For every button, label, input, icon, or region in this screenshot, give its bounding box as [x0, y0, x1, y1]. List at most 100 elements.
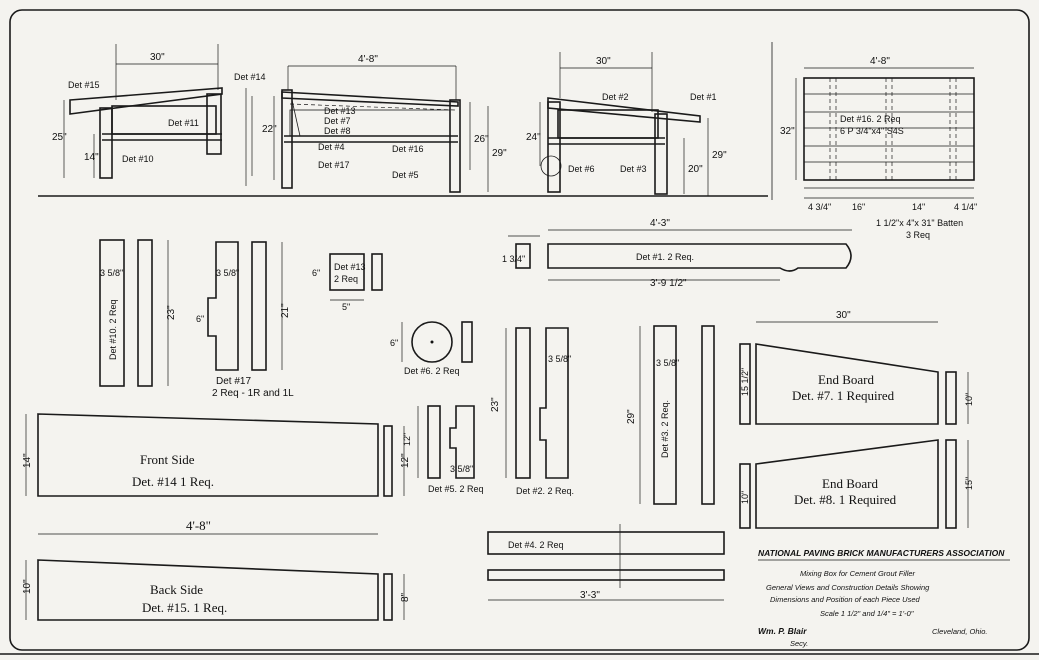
- plan-seg3: 14": [912, 202, 925, 212]
- label-det4: Det #4: [318, 142, 345, 152]
- end-board-7-height2: 10": [964, 393, 974, 406]
- end-board-8-height: 10": [740, 491, 750, 504]
- back-side-board: [37, 559, 379, 621]
- label-det1: Det #1: [690, 92, 717, 102]
- det1-sub: 3'-9 1/2": [650, 278, 687, 289]
- plan-label2: 6 P 3/4"x4" S4S: [840, 126, 904, 136]
- det17-label: Det #17: [216, 376, 251, 387]
- det1-piece: [508, 229, 852, 281]
- det2-face: [539, 327, 569, 479]
- det6-edge: [461, 321, 473, 363]
- bottom-plan: [795, 67, 975, 199]
- det6-diameter: 6": [390, 338, 398, 348]
- v3-h1: 24": [526, 132, 541, 143]
- det13-req: 2 Req: [334, 274, 358, 284]
- back-side-height: 10": [22, 579, 33, 594]
- det13-edge: [371, 253, 383, 291]
- det5-face: [449, 405, 475, 479]
- det4-edge: [487, 569, 725, 581]
- v3-width: 30": [596, 56, 611, 67]
- det10-width: 3 5/8": [100, 268, 123, 278]
- title-line3: Dimensions and Position of each Piece Us…: [770, 595, 920, 604]
- label-det5: Det #5: [392, 170, 419, 180]
- det4-label: Det #4. 2 Req: [508, 540, 564, 550]
- det17-notch: 6": [196, 314, 204, 324]
- det17-width: 3 5/8": [216, 268, 239, 278]
- front-side-det: Det. #14 1 Req.: [132, 474, 214, 489]
- end-board-8: [755, 439, 939, 529]
- det1-length: 4'-3": [650, 218, 670, 229]
- general-views: [38, 42, 975, 200]
- board-labels: Front Side Det. #14 1 Req. 14" 12" 4'-8"…: [22, 310, 974, 615]
- det1-end: 1 3/4": [502, 254, 525, 264]
- v1-width: 30": [150, 52, 165, 63]
- det10-height: 23": [166, 305, 177, 320]
- front-side-board: [37, 413, 379, 497]
- plan-batten: 1 1/2"x 4"x 31" Batten: [876, 218, 963, 228]
- boards: [25, 321, 969, 621]
- end-board-7: [755, 343, 939, 425]
- end-board-8-height2: 15": [964, 477, 974, 490]
- plan-width: 4'-8": [870, 56, 890, 67]
- det2-height: 23": [490, 397, 501, 412]
- small-part-labels: Det #10. 2 Req 3 5/8" 23" Det #17 2 Req …: [100, 262, 679, 496]
- plan-height: 32": [780, 126, 795, 137]
- det3-width: 3 5/8": [656, 358, 679, 368]
- label-det2: Det #2: [602, 92, 629, 102]
- general-view-labels: 30" 25" 14" 4'-8" 22" 26" 29" 30" 24" 29…: [52, 52, 977, 240]
- det1-label: Det #1. 2 Req.: [636, 252, 694, 262]
- label-det14: Det #14: [234, 72, 266, 82]
- title-signature: Wm. P. Blair: [758, 626, 807, 636]
- det13-label: Det #13: [334, 262, 366, 272]
- v3-h2: 29": [712, 150, 727, 161]
- small-parts: [99, 239, 715, 505]
- title-block: NATIONAL PAVING BRICK MANUFACTURERS ASSO…: [758, 548, 1010, 648]
- title-association: NATIONAL PAVING BRICK MANUFACTURERS ASSO…: [758, 548, 1005, 558]
- front-side-thickness: 12": [400, 453, 411, 468]
- title-city: Cleveland, Ohio.: [932, 627, 987, 636]
- plan-batten-req: 3 Req: [906, 230, 930, 240]
- v2-h1: 22": [262, 124, 277, 135]
- det13-height: 6": [312, 268, 320, 278]
- det3-height: 29": [626, 409, 637, 424]
- label-det16: Det #16: [392, 144, 424, 154]
- back-side-title: Back Side: [150, 582, 203, 597]
- title-line2: General Views and Construction Details S…: [766, 583, 930, 592]
- det10-face: [99, 239, 125, 387]
- plan-seg1: 4 3/4": [808, 202, 831, 212]
- plan-label1: Det #16. 2 Req: [840, 114, 901, 124]
- v2-h3: 29": [492, 148, 507, 159]
- det6-label: Det #6. 2 Req: [404, 366, 460, 376]
- view-side-elevation: [245, 65, 489, 193]
- front-side-title: Front Side: [140, 452, 195, 467]
- label-det6: Det #6: [568, 164, 595, 174]
- end-board-8-title: End Board: [822, 476, 878, 491]
- front-side-height: 14": [22, 453, 33, 468]
- title-sig-title: Secy.: [790, 639, 808, 648]
- det2-edge: [515, 327, 531, 479]
- back-side-det: Det. #15. 1 Req.: [142, 600, 227, 615]
- title-scale: Scale 1 1/2" and 1/4" = 1'-0": [820, 609, 914, 618]
- det3-label: Det #3. 2 Req.: [660, 400, 670, 458]
- det2-width: 3 5/8": [548, 354, 571, 364]
- end-board-7-title: End Board: [818, 372, 874, 387]
- label-det3: Det #3: [620, 164, 647, 174]
- det5-height: 12": [402, 433, 412, 446]
- label-det17: Det #17: [318, 160, 350, 170]
- end-board-8-det: Det. #8. 1 Required: [794, 492, 897, 507]
- det3-edge: [701, 325, 715, 505]
- plan-seg2: 16": [852, 202, 865, 212]
- label-det11: Det #11: [168, 118, 199, 128]
- label-det13: Det #13: [324, 106, 356, 116]
- det4-board: [487, 531, 725, 555]
- v2-h2: 26": [474, 134, 489, 145]
- end-board-7-det: Det. #7. 1 Required: [792, 388, 895, 403]
- det5-width: 3 5/8": [450, 464, 473, 474]
- label-det7: Det #7: [324, 116, 351, 126]
- det10-edge: [137, 239, 153, 387]
- det4-length: 3'-3": [580, 590, 600, 601]
- det17-height: 21": [280, 303, 291, 318]
- det17-face: [207, 241, 239, 371]
- end-board-7-height: 15 1/2": [740, 368, 750, 396]
